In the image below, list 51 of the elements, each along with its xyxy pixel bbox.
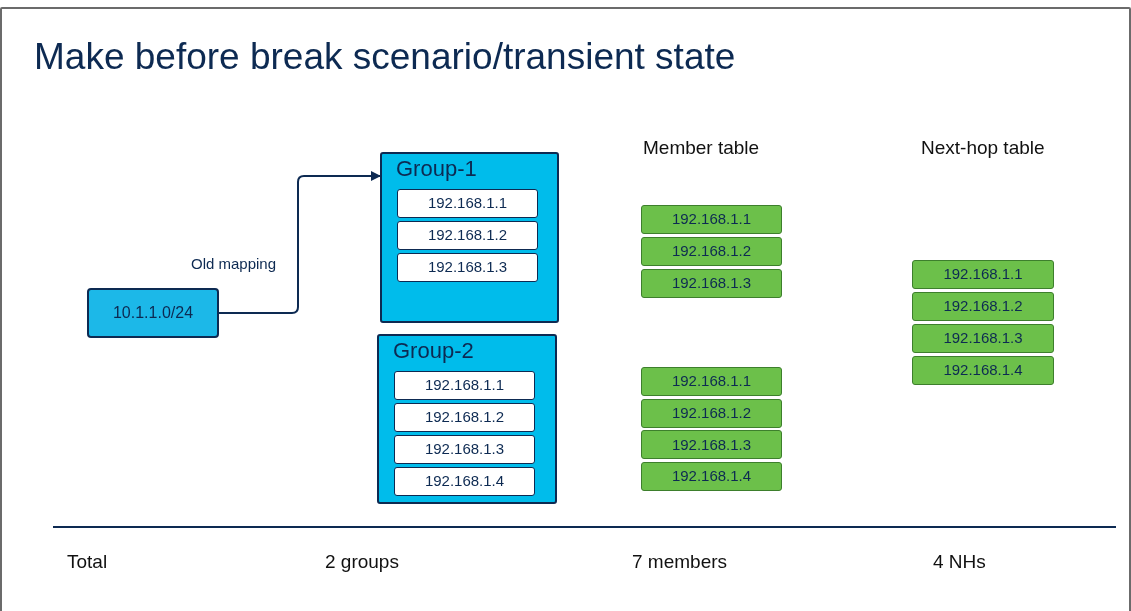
- table-entry: [912, 356, 1054, 385]
- group-box: [377, 334, 557, 504]
- table-entry: [641, 462, 782, 492]
- table-entry: [912, 260, 1054, 289]
- address-text: 192.168.1.1: [943, 266, 1023, 283]
- prefix-box: [87, 288, 219, 338]
- address-text: 192.168.1.1: [424, 377, 505, 394]
- address-text: 192.168.1.2: [424, 409, 505, 426]
- slide-title: Make before break scenario/transient state: [34, 36, 736, 78]
- address-text: 192.168.1.4: [943, 362, 1023, 379]
- address-text: 192.168.1.4: [424, 473, 505, 490]
- member-entry: [394, 435, 535, 464]
- address-text: 192.168.1.3: [424, 441, 505, 458]
- address-text: 192.168.1.3: [671, 275, 752, 292]
- address-text: 192.168.1.3: [943, 330, 1023, 347]
- table-entry: [641, 398, 782, 428]
- summary-text: 2 groups: [325, 551, 399, 573]
- member-entry: [394, 467, 535, 496]
- column-heading: Member table: [643, 137, 760, 159]
- table-entry: [641, 205, 782, 234]
- address-text: 192.168.1.3: [427, 259, 508, 276]
- table-entry: [641, 237, 782, 266]
- table-entry: [912, 292, 1054, 321]
- table-entry: [912, 324, 1054, 353]
- column-heading: Next-hop table: [921, 137, 1045, 159]
- member-entry: [394, 403, 535, 432]
- table-entry: [641, 367, 782, 396]
- edge-label: Old mapping: [189, 255, 279, 272]
- address-text: 10.1.1.0/24: [112, 304, 194, 322]
- group-heading: Group-2: [393, 339, 474, 364]
- member-entry: [397, 253, 538, 282]
- address-text: 192.168.1.1: [671, 211, 752, 228]
- address-text: 192.168.1.2: [671, 404, 752, 422]
- address-text: 192.168.1.1: [427, 195, 508, 212]
- address-text: 192.168.1.2: [427, 227, 508, 244]
- address-text: 192.168.1.4: [671, 468, 752, 485]
- arrow: [218, 171, 381, 314]
- table-entry: [641, 430, 782, 460]
- group-heading: Group-1: [396, 157, 477, 182]
- summary-text: Total: [67, 551, 108, 573]
- address-text: 192.168.1.2: [943, 298, 1023, 315]
- member-entry: [397, 189, 538, 218]
- table-entry: [641, 269, 782, 298]
- group-box: [380, 152, 559, 323]
- summary-text: 7 members: [632, 551, 728, 573]
- member-entry: [397, 221, 538, 250]
- member-entry: [394, 371, 535, 400]
- address-text: 192.168.1.2: [671, 243, 752, 260]
- address-text: 192.168.1.1: [671, 373, 752, 390]
- summary-text: 4 NHs: [933, 551, 986, 573]
- address-text: 192.168.1.3: [671, 436, 752, 454]
